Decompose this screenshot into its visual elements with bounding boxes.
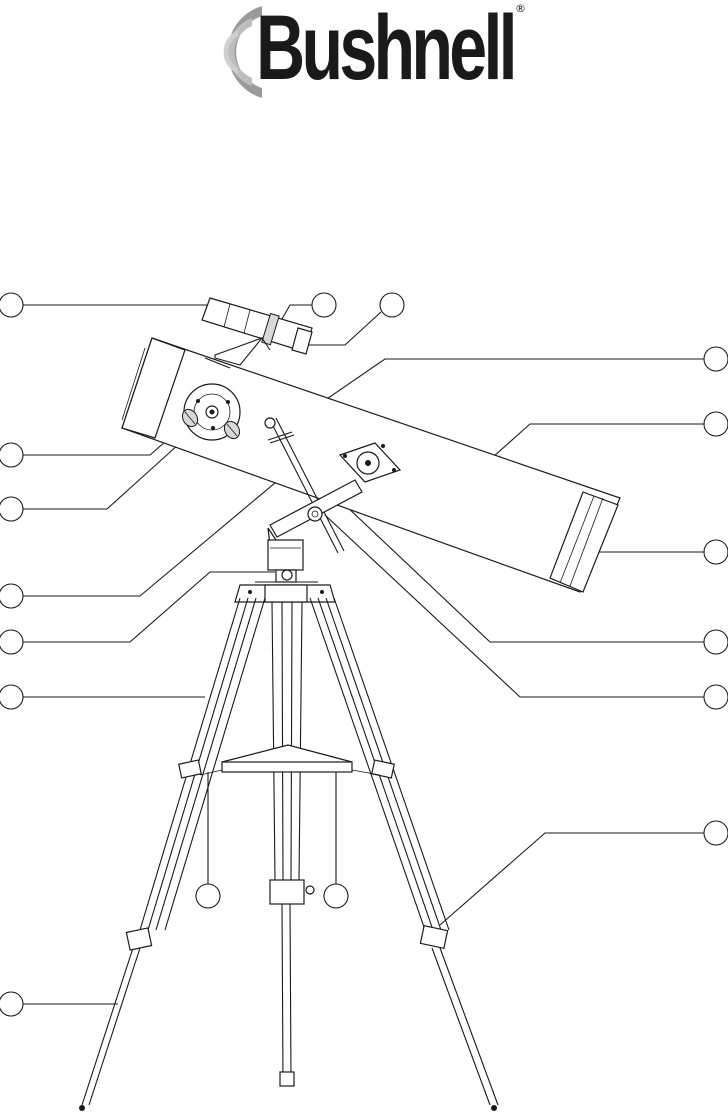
tube-mount	[267, 442, 402, 559]
callout-circle	[0, 629, 24, 655]
callout-circle	[0, 991, 24, 1017]
logo-wordmark: Bushnell	[256, 0, 518, 99]
callout-circle	[703, 684, 728, 710]
callout-circle	[703, 629, 728, 655]
callout-circle	[311, 292, 337, 318]
callout-circle	[0, 442, 24, 468]
accessory-tray	[199, 744, 381, 776]
tripod-leg-center	[269, 601, 315, 1087]
slow-motion-rod	[264, 417, 345, 554]
registered-mark: ®	[515, 2, 526, 15]
callout-circle	[0, 292, 24, 318]
tripod	[79, 584, 499, 1111]
callout-circle	[703, 411, 728, 437]
callout-circle	[323, 883, 349, 909]
callout-circle	[195, 883, 221, 909]
finder-scope	[201, 297, 313, 366]
focuser	[181, 383, 241, 441]
mount-head	[255, 539, 318, 583]
callout-circles	[0, 292, 728, 1017]
callout-circle	[0, 583, 24, 609]
callout-circle	[703, 346, 728, 372]
callout-circle	[703, 820, 728, 846]
callout-circle	[0, 496, 24, 522]
bushnell-swoosh-icon	[223, 6, 262, 98]
callout-circle	[379, 292, 405, 318]
tripod-leg-left	[79, 597, 266, 1111]
callout-circle	[703, 539, 728, 565]
tripod-leg-right	[309, 597, 499, 1111]
callout-circle	[0, 684, 24, 710]
